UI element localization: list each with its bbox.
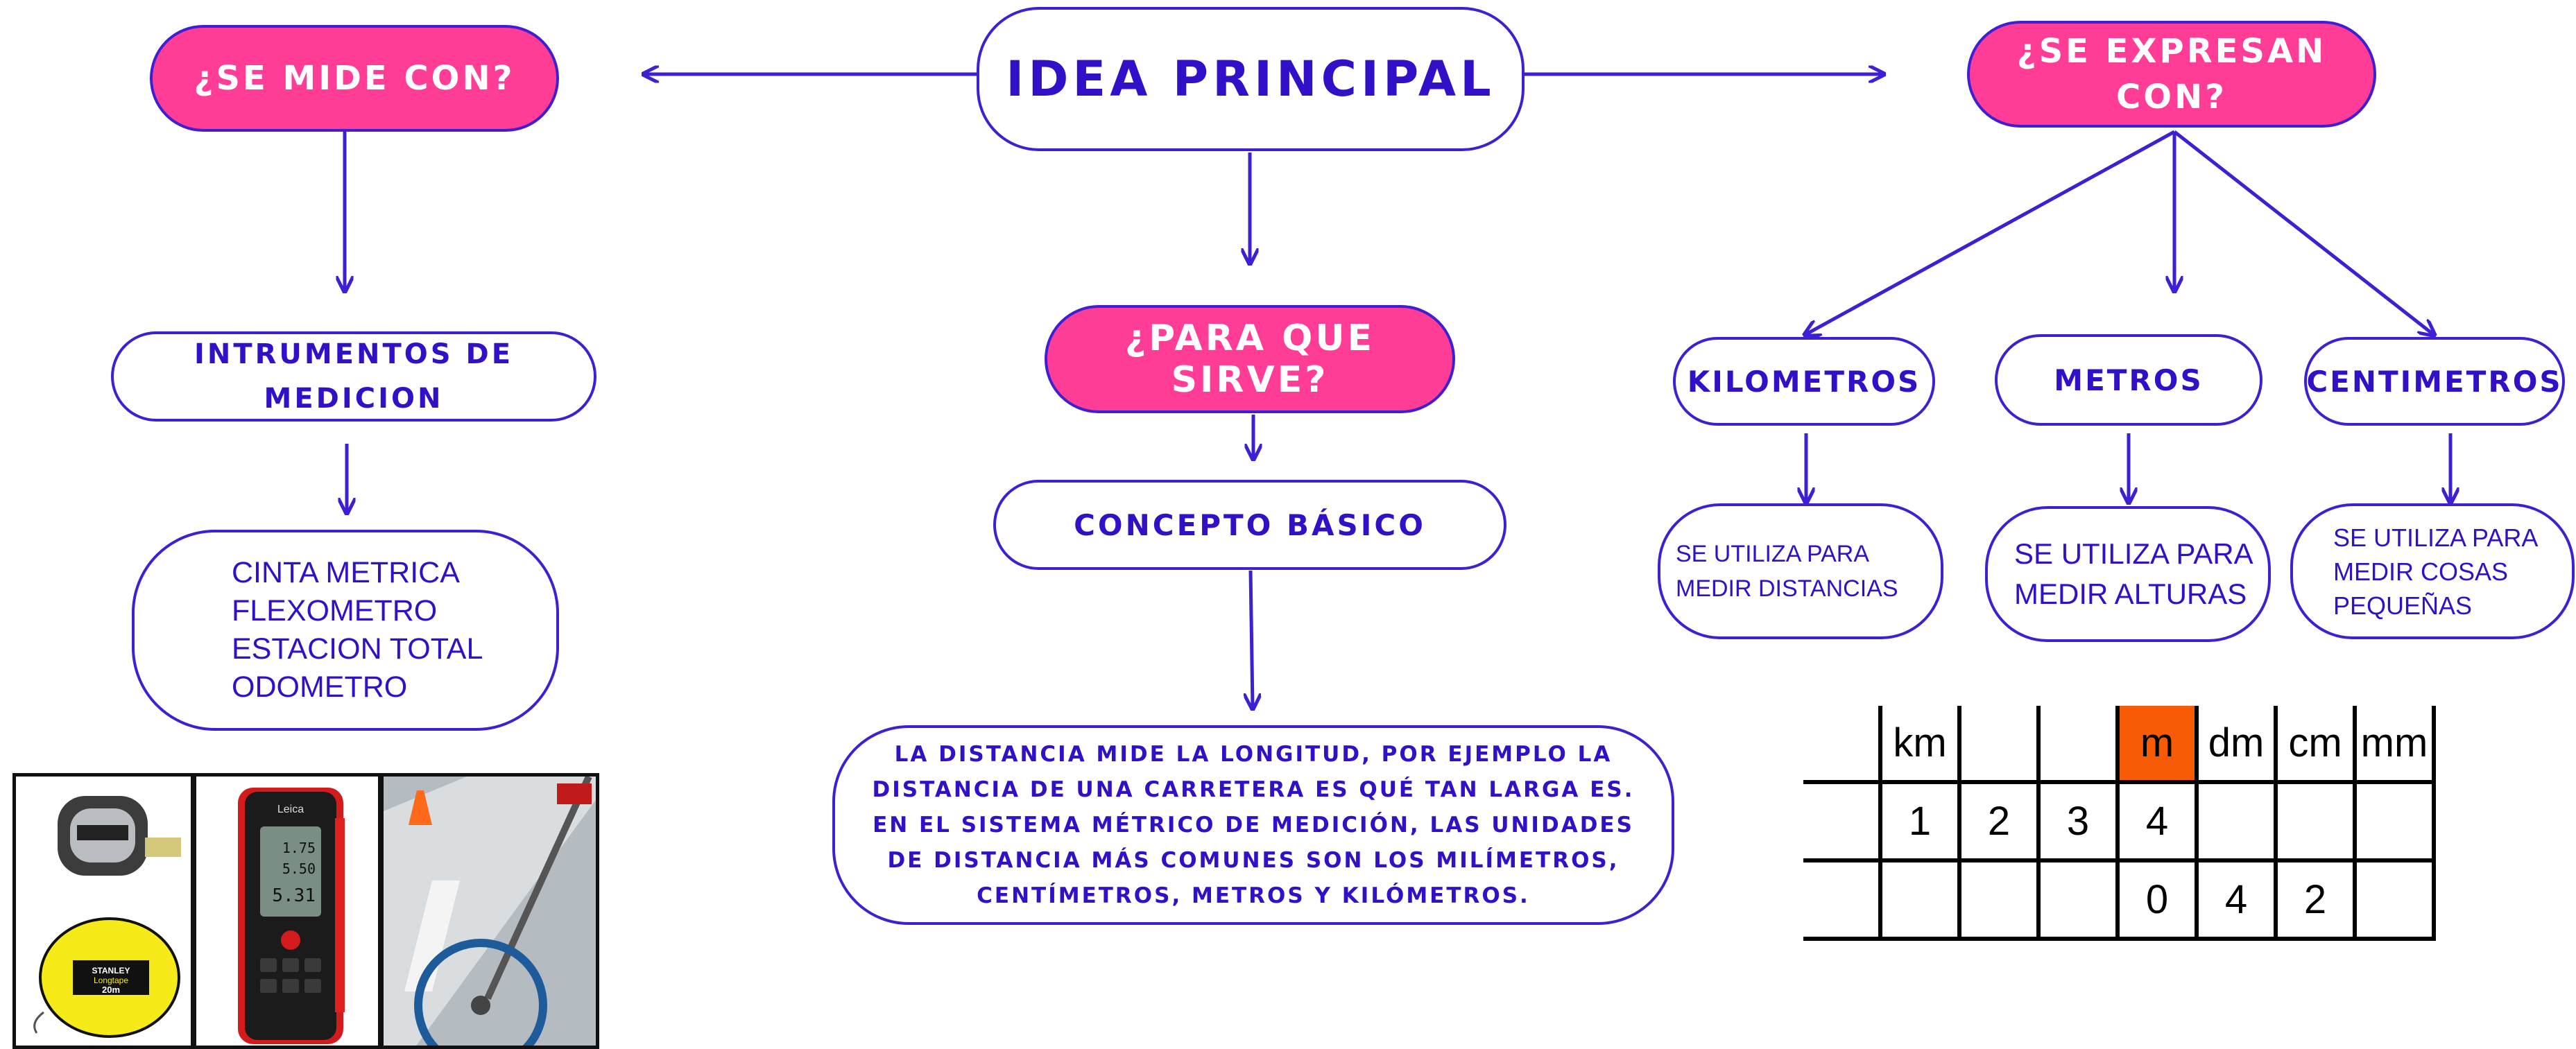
svg-text:5.50: 5.50 [282, 860, 316, 877]
table-cell [2036, 858, 2120, 941]
table-cell [1803, 858, 1882, 941]
unit-use-text: SE UTILIZA PARA MEDIR ALTURAS [2014, 537, 2252, 610]
unit-node-centimetros: CENTIMETROS [2304, 337, 2565, 426]
unit-conversion-table: km m dm cm mm 1 2 3 4 0 4 2 [1803, 706, 2436, 941]
table-cell [2353, 858, 2436, 941]
measure-question-node: ¿SE MIDE CON? [150, 25, 559, 132]
unit-label: CENTIMETROS [2306, 364, 2563, 399]
svg-text:1.75: 1.75 [282, 840, 316, 856]
svg-text:Longtape: Longtape [94, 976, 128, 985]
unit-use-text: SE UTILIZA PARA MEDIR COSAS PEQUEÑAS [2333, 523, 2537, 620]
table-cell [1957, 706, 2041, 784]
instrument-item: ESTACION TOTAL [232, 632, 483, 666]
unit-node-kilometros: KILOMETROS [1673, 337, 1935, 426]
express-question-node: ¿SE EXPRESAN CON? [1967, 21, 2376, 128]
arrow-to-definition [1251, 570, 1253, 707]
arrow-to-centimetros [2173, 130, 2433, 334]
unit-use-text: SE UTILIZA PARA MEDIR DISTANCIAS [1676, 541, 1898, 602]
arrow-to-kilometros [1806, 130, 2176, 334]
table-cell: km [1878, 706, 1961, 784]
measuring-wheel-icon [384, 777, 596, 1046]
table-cell: mm [2353, 706, 2436, 784]
unit-use-centimetros: SE UTILIZA PARA MEDIR COSAS PEQUEÑAS [2290, 503, 2575, 639]
svg-text:20m: 20m [102, 985, 120, 995]
instrument-list: CINTA METRICA FLEXOMETRO ESTACION TOTAL … [232, 554, 483, 706]
instrument-list-node: CINTA METRICA FLEXOMETRO ESTACION TOTAL … [132, 530, 559, 731]
table-cell: 4 [2195, 858, 2278, 941]
main-idea-node: IDEA PRINCIPAL [977, 7, 1525, 151]
measuring-tapes-photo: STANLEY Longtape 20m [12, 773, 194, 1049]
unit-use-kilometros: SE UTILIZA PARA MEDIR DISTANCIAS [1658, 503, 1943, 639]
laser-meter-icon: Leica 1.75 5.50 5.31 [238, 788, 345, 1044]
instrument-item: CINTA METRICA [232, 556, 460, 589]
unit-label: KILOMETROS [1687, 364, 1921, 399]
instrument-item: ODOMETRO [232, 670, 408, 704]
table-row: km m dm cm mm [1803, 706, 2436, 784]
table-cell: 2 [2274, 858, 2357, 941]
purpose-question-label: ¿PARA QUE SIRVE? [1124, 318, 1375, 401]
measure-question-label: ¿SE MIDE CON? [194, 59, 515, 98]
purpose-question-node: ¿PARA QUE SIRVE? [1045, 305, 1455, 413]
table-cell [2353, 780, 2436, 862]
instruments-title-label: INTRUMENTOS DE MEDICION [194, 338, 514, 415]
table-row: 0 4 2 [1803, 858, 2436, 941]
table-cell [1803, 780, 1882, 862]
concept-node: CONCEPTO BÁSICO [993, 480, 1506, 570]
table-cell: 1 [1878, 780, 1961, 862]
table-cell [2195, 780, 2278, 862]
table-cell: cm [2274, 706, 2357, 784]
express-question-label: ¿SE EXPRESAN CON? [2016, 32, 2327, 116]
measuring-wheel-photo [380, 773, 599, 1049]
table-cell [2274, 780, 2357, 862]
svg-text:5.31: 5.31 [272, 885, 316, 906]
definition-text: LA DISTANCIA MIDE LA LONGITUD, POR EJEMP… [872, 741, 1635, 908]
table-cell: 2 [1957, 780, 2041, 862]
table-cell [1957, 858, 2041, 941]
table-row: 1 2 3 4 [1803, 780, 2436, 862]
table-cell: dm [2195, 706, 2278, 784]
laser-meter-photo: Leica 1.75 5.50 5.31 [193, 773, 381, 1049]
svg-text:Leica: Leica [277, 804, 304, 815]
table-cell-highlighted: m [2115, 706, 2199, 784]
concept-label: CONCEPTO BÁSICO [1074, 508, 1426, 542]
svg-text:STANLEY: STANLEY [92, 966, 130, 976]
table-cell [2036, 706, 2120, 784]
unit-node-metros: METROS [1995, 334, 2262, 426]
tape-measure-icon: STANLEY Longtape 20m [33, 796, 181, 1038]
definition-node: LA DISTANCIA MIDE LA LONGITUD, POR EJEMP… [832, 725, 1674, 925]
table-cell [1803, 706, 1882, 784]
table-cell: 4 [2115, 780, 2199, 862]
instrument-item: FLEXOMETRO [232, 594, 438, 627]
unit-use-metros: SE UTILIZA PARA MEDIR ALTURAS [1985, 506, 2271, 642]
table-cell: 0 [2115, 858, 2199, 941]
table-cell [1878, 858, 1961, 941]
instruments-title-node: INTRUMENTOS DE MEDICION [111, 331, 596, 422]
unit-label: METROS [2054, 363, 2204, 397]
table-cell: 3 [2036, 780, 2120, 862]
main-idea-label: IDEA PRINCIPAL [1006, 51, 1495, 107]
